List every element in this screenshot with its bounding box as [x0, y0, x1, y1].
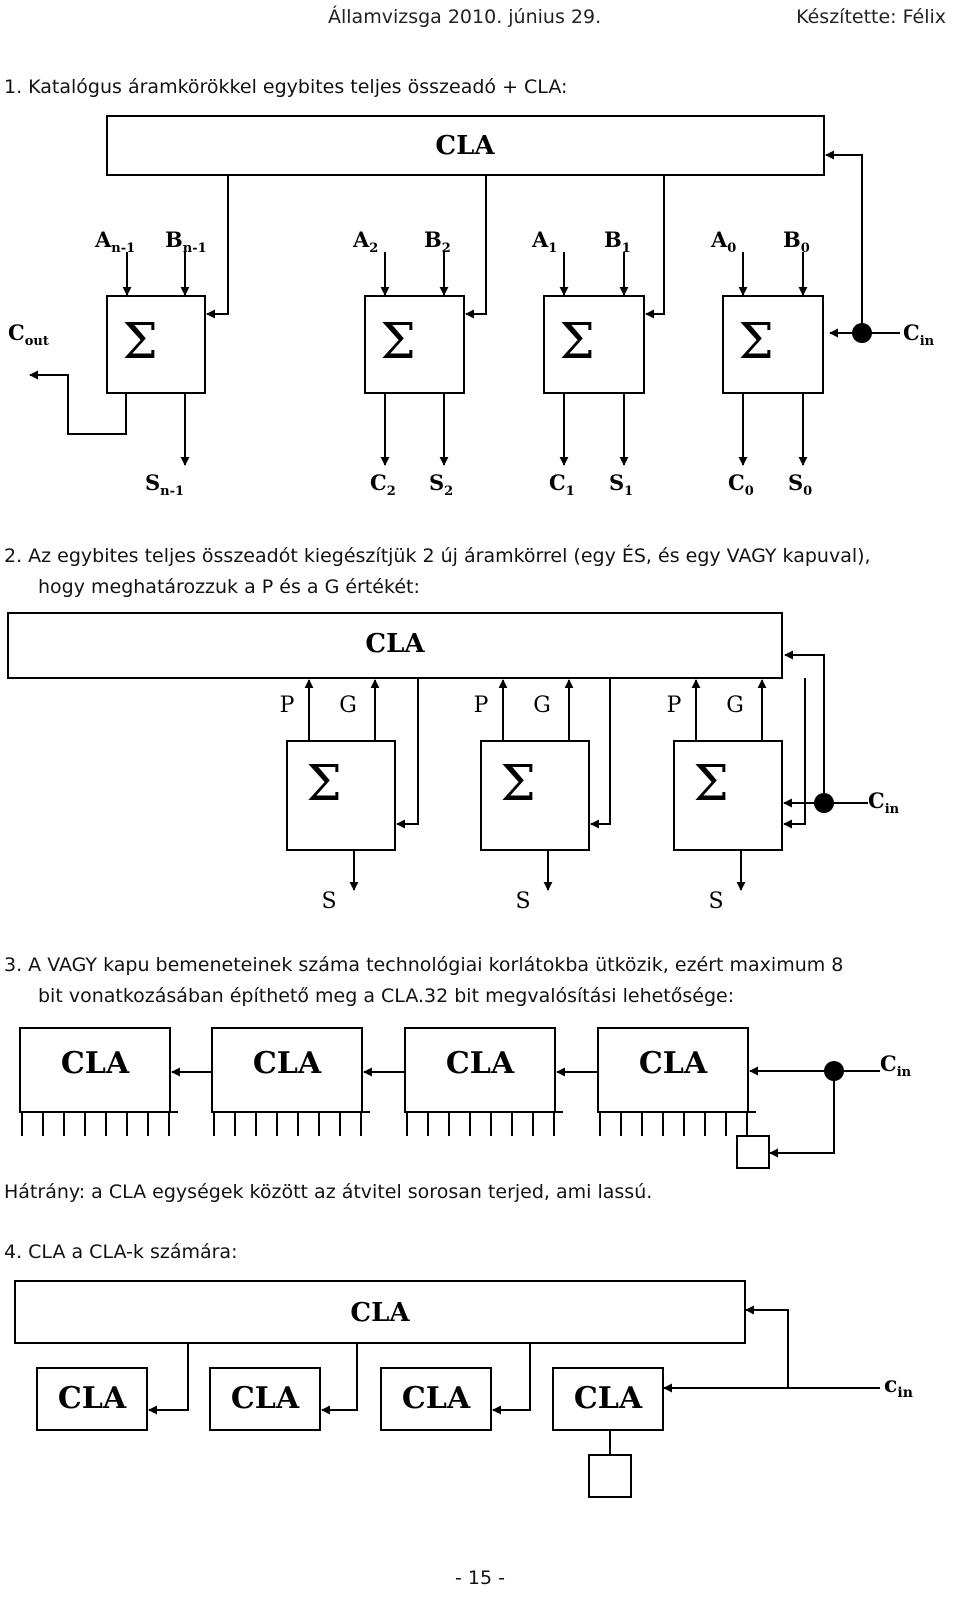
sigma-symbol: Σ — [500, 754, 535, 812]
input-b-label: Bn-1 — [165, 227, 207, 256]
adder-box — [673, 740, 783, 851]
carry-line-from-top-cla — [321, 1343, 358, 1415]
adder-box — [364, 295, 465, 394]
drawback-text: Hátrány: a CLA egységek között az átvite… — [4, 1181, 653, 1203]
carry-out-wire — [29, 370, 127, 435]
cla-of-clas-diagram: CLA CLA CLA CLA CLA cin — [14, 1280, 913, 1498]
sigma-symbol: Σ — [306, 754, 341, 812]
section2-text: 2. Az egybites teljes összeadót kiegészí… — [4, 541, 871, 603]
section3-line2: bit vonatkozásában építhető meg a CLA.32… — [38, 985, 735, 1007]
carry-out-label: Cout — [8, 320, 49, 349]
carry-in-to-cla — [784, 650, 825, 803]
input-a-label: A1 — [531, 227, 557, 256]
sum-output-label: Sn-1 — [145, 470, 184, 499]
section2-line2: hogy meghatározzuk a P és a G értékét: — [38, 576, 420, 598]
sigma-symbol: Σ — [738, 312, 773, 370]
input-b-label: B0 — [783, 227, 810, 256]
carry-in-block — [588, 1454, 632, 1498]
cascaded-cla-diagram: CLA CLA CLA CLA Cin — [19, 1027, 912, 1169]
sigma-symbol: Σ — [380, 312, 415, 370]
s-label: S — [708, 889, 723, 914]
cla-unit-label: CLA — [253, 1046, 322, 1081]
carry-output-label: C0 — [728, 470, 754, 499]
input-b-label: B1 — [604, 227, 631, 256]
adder-box — [106, 295, 206, 394]
cla-unit-label: CLA — [231, 1381, 300, 1416]
carry-line-from-cla — [206, 175, 229, 319]
carry-line-from-top-cla — [148, 1343, 189, 1415]
top-cla-block — [14, 1280, 746, 1344]
carry-line-from-cla — [645, 175, 665, 319]
carry-line-from-cla — [590, 678, 611, 829]
adder-box — [543, 295, 645, 394]
carry-in-block — [736, 1135, 770, 1169]
cla-unit-label: CLA — [446, 1046, 515, 1081]
sum-output-label: S0 — [788, 470, 812, 499]
g-label: G — [726, 693, 744, 718]
input-a-label: An-1 — [94, 227, 135, 256]
cla-unit-label: CLA — [61, 1046, 130, 1081]
cla-label: CLA — [435, 131, 495, 161]
p-label: P — [474, 693, 489, 718]
carry-line-from-top-cla — [492, 1343, 531, 1415]
header-title: Államvizsga 2010. június 29. — [328, 6, 602, 28]
input-a-label: A0 — [710, 227, 736, 256]
s-label: S — [515, 889, 530, 914]
cla-label: CLA — [365, 629, 425, 659]
section3-line1: 3. A VAGY kapu bemeneteinek száma techno… — [4, 954, 844, 976]
carry-line-from-cla — [465, 175, 487, 319]
cla-block — [7, 612, 783, 679]
section2-line1: 2. Az egybites teljes összeadót kiegészí… — [4, 545, 871, 567]
input-b-label: B2 — [424, 227, 451, 256]
sigma-symbol: Σ — [559, 312, 594, 370]
cla-unit-box — [380, 1367, 492, 1431]
g-label: G — [533, 693, 551, 718]
section4-heading: 4. CLA a CLA-k számára: — [4, 1241, 238, 1263]
carry-in-label: Cin — [868, 788, 900, 817]
sum-output-label: S2 — [429, 470, 453, 499]
g-label: G — [339, 693, 357, 718]
p-label: P — [280, 693, 295, 718]
carry-in-to-first — [769, 1071, 835, 1158]
section1-heading: 1. Katalógus áramkörökkel egybites telje… — [4, 76, 568, 98]
carry-in-to-top-cla — [745, 1305, 789, 1388]
carry-line-from-cla — [783, 678, 806, 829]
pg-cla-diagram: CLA Σ P G S Σ P G S Σ P G S Cin — [7, 612, 900, 914]
carry-line-from-cla — [396, 678, 419, 829]
carry-in-label: Cin — [880, 1051, 912, 1080]
section3-text: 3. A VAGY kapu bemeneteinek száma techno… — [4, 950, 843, 1012]
p-label: P — [667, 693, 682, 718]
cla-unit-label: CLA — [58, 1381, 127, 1416]
top-cla-label: CLA — [350, 1298, 410, 1328]
adder-box — [722, 295, 824, 394]
cla-unit-label: CLA — [574, 1381, 643, 1416]
cla-block — [106, 115, 825, 176]
carry-output-label: C2 — [370, 470, 396, 499]
cla-unit-box — [209, 1367, 321, 1431]
carry-in-label: Cin — [903, 320, 935, 349]
input-a-label: A2 — [352, 227, 378, 256]
adder-box — [480, 740, 590, 851]
carry-in-label: cin — [884, 1372, 913, 1401]
cla-unit-box — [36, 1367, 148, 1431]
cla-unit-label: CLA — [639, 1046, 708, 1081]
adder-box — [286, 740, 396, 851]
page-number: - 15 - — [455, 1567, 505, 1589]
cla-unit-label: CLA — [402, 1381, 471, 1416]
header-author: Készítette: Félix — [796, 6, 946, 28]
sigma-symbol: Σ — [122, 312, 157, 370]
carry-in-to-cla — [825, 150, 863, 333]
sum-output-label: S1 — [609, 470, 633, 499]
s-label: S — [321, 889, 336, 914]
carry-output-label: C1 — [549, 470, 575, 499]
sigma-symbol: Σ — [693, 754, 728, 812]
cla-unit-box — [552, 1367, 664, 1431]
